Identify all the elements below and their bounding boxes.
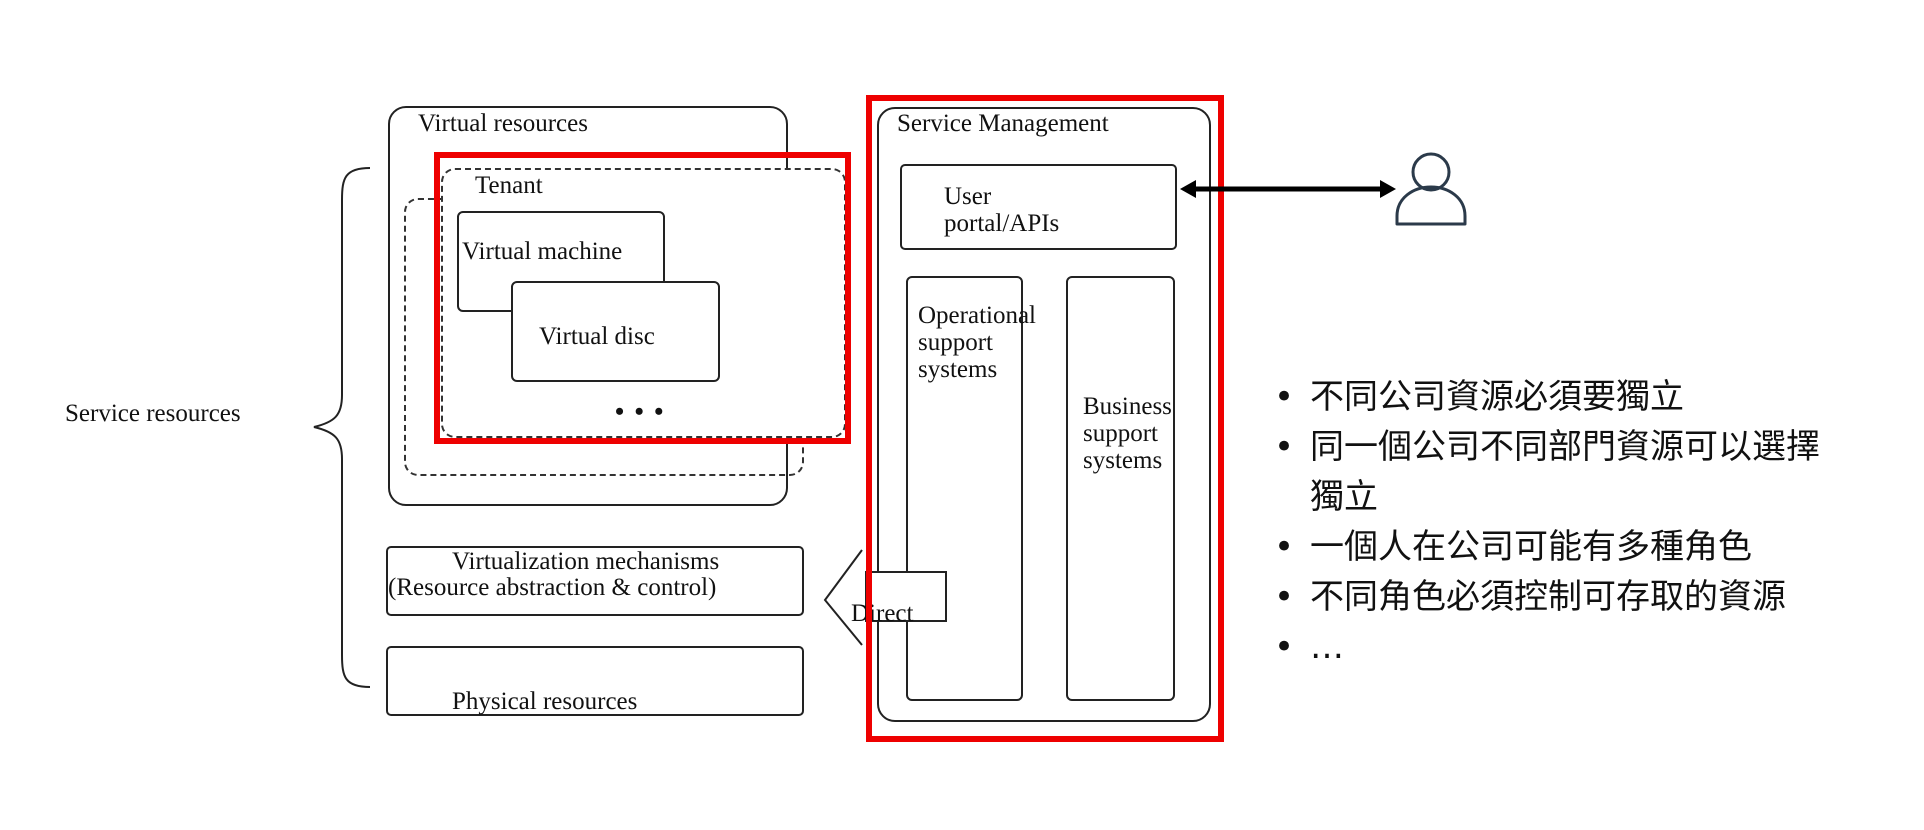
double-arrow-icon (1180, 180, 1396, 198)
note-item: • 一個人在公司可能有多種角色 (1270, 522, 1890, 572)
bullet-glyph: • (1274, 627, 1295, 667)
tenant-title: Tenant (475, 172, 543, 199)
service-resources-label: Service resources (65, 400, 241, 427)
virtual-disc-label: Virtual disc (539, 323, 655, 350)
notes-list: • 不同公司資源必須要獨立 • 同一個公司不同部門資源可以選擇獨立 • 一個人在… (1270, 372, 1890, 672)
note-text: 一個人在公司可能有多種角色 (1310, 527, 1752, 567)
brace-icon (313, 167, 371, 688)
user-portal-line2: portal/APIs (944, 210, 1060, 237)
service-management-highlight-frame (866, 95, 1224, 742)
note-text: 不同角色必須控制可存取的資源 (1310, 577, 1786, 617)
virtualization-mechanisms-line2: (Resource abstraction & control) (388, 574, 717, 601)
note-text: 不同公司資源必須要獨立 (1310, 377, 1684, 417)
bullet-glyph: • (1274, 577, 1295, 617)
operational-support-line2: support (918, 329, 993, 356)
physical-resources-box (386, 646, 804, 716)
ellipsis-dots: • • • (615, 397, 666, 426)
direct-label: Direct (851, 600, 914, 627)
service-management-box (877, 107, 1211, 722)
virtualization-mechanisms-box (386, 546, 804, 616)
note-text: 同一個公司不同部門資源可以選擇獨立 (1310, 427, 1820, 517)
virtualization-mechanisms-line1: Virtualization mechanisms (452, 548, 720, 575)
business-support-line1: Business (1083, 393, 1172, 420)
virtual-machine-label: Virtual machine (462, 238, 623, 265)
note-item: • … (1270, 622, 1890, 672)
physical-resources-label: Physical resources (452, 688, 638, 715)
operational-support-box (906, 276, 1023, 701)
business-support-box (1066, 276, 1175, 701)
business-support-line3: systems (1083, 447, 1163, 474)
business-support-line2: support (1083, 420, 1158, 447)
bullet-glyph: • (1274, 427, 1295, 467)
person-icon (1395, 152, 1467, 226)
note-text: … (1310, 627, 1344, 667)
note-item: • 不同角色必須控制可存取的資源 (1270, 572, 1890, 622)
operational-support-line3: systems (918, 356, 998, 383)
tenant-highlight-frame (434, 152, 851, 444)
service-management-title: Service Management (897, 110, 1109, 137)
user-portal-line1: User (944, 183, 992, 210)
note-item: • 同一個公司不同部門資源可以選擇獨立 (1270, 422, 1910, 522)
bullet-glyph: • (1274, 527, 1295, 567)
user-portal-box (900, 164, 1177, 250)
operational-support-line1: Operational (918, 302, 1037, 329)
bullet-glyph: • (1274, 377, 1295, 417)
note-item: • 不同公司資源必須要獨立 (1270, 372, 1890, 422)
virtual-resources-title: Virtual resources (418, 110, 588, 137)
direct-arrow-icon (823, 549, 947, 646)
virtual-disc-box (511, 281, 720, 382)
